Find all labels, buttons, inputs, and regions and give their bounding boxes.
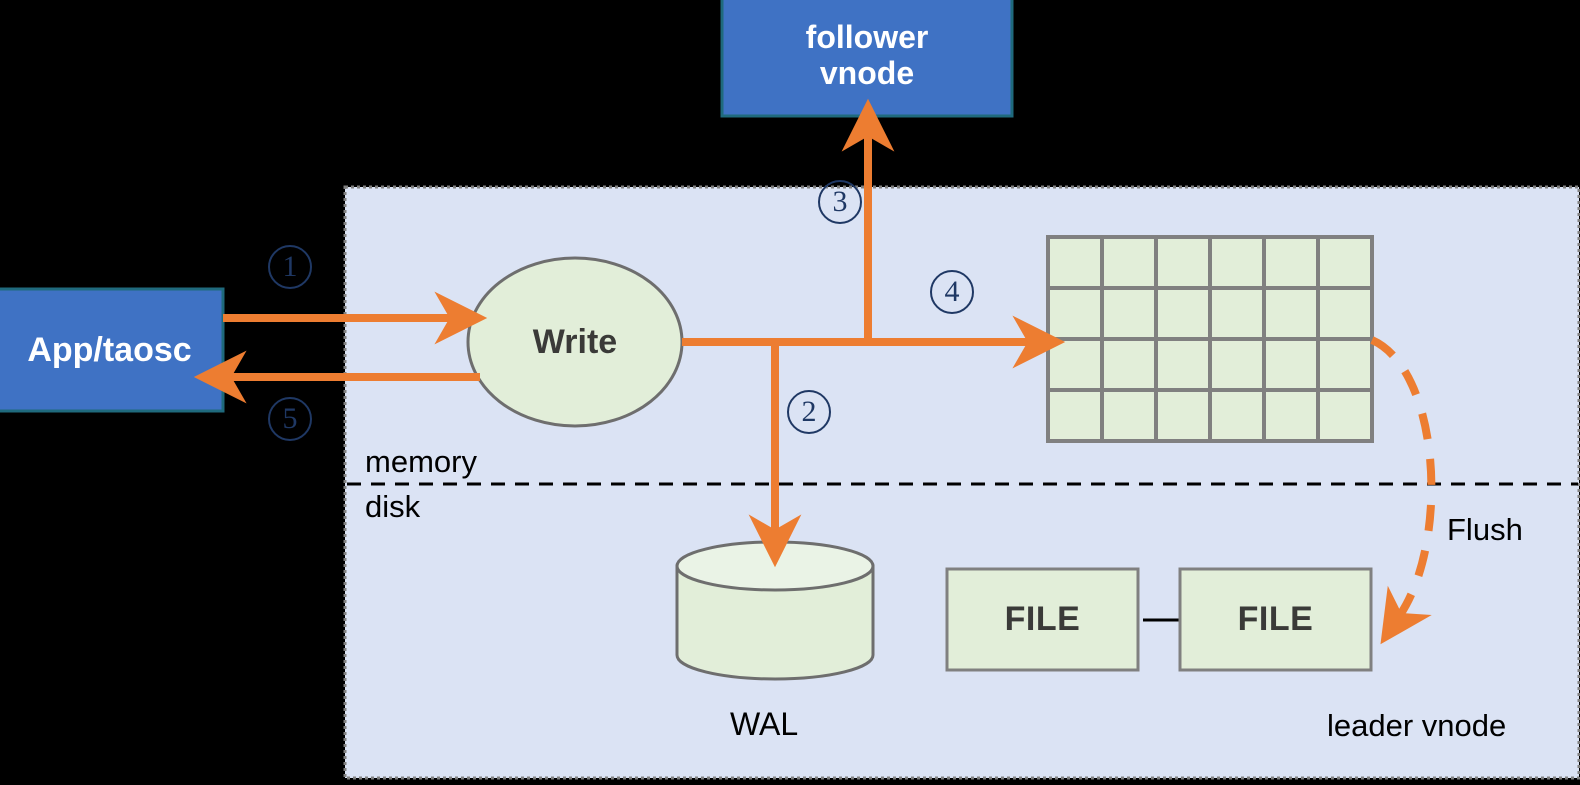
flush-label: Flush (1447, 512, 1523, 547)
step-number-4: 4 (930, 270, 974, 314)
follower-vnode-box[interactable] (720, 0, 1014, 118)
step-number-5: 5 (268, 397, 312, 441)
step-number-2: 2 (787, 390, 831, 434)
write-node[interactable] (466, 256, 684, 428)
leader-vnode-label: leader vnode (1327, 708, 1507, 743)
disk-label: disk (365, 489, 421, 524)
file-box-left (945, 567, 1140, 672)
step-number-3: 3 (818, 180, 862, 224)
memtable-grid (1046, 235, 1374, 443)
wal-cylinder (675, 540, 875, 681)
arrow-flush (1370, 336, 1436, 645)
file-box-right (1178, 567, 1373, 672)
wal-label: WAL (730, 706, 799, 742)
memory-label: memory (365, 444, 477, 479)
app-taosc-box[interactable] (0, 287, 225, 413)
step-number-1: 1 (268, 245, 312, 289)
